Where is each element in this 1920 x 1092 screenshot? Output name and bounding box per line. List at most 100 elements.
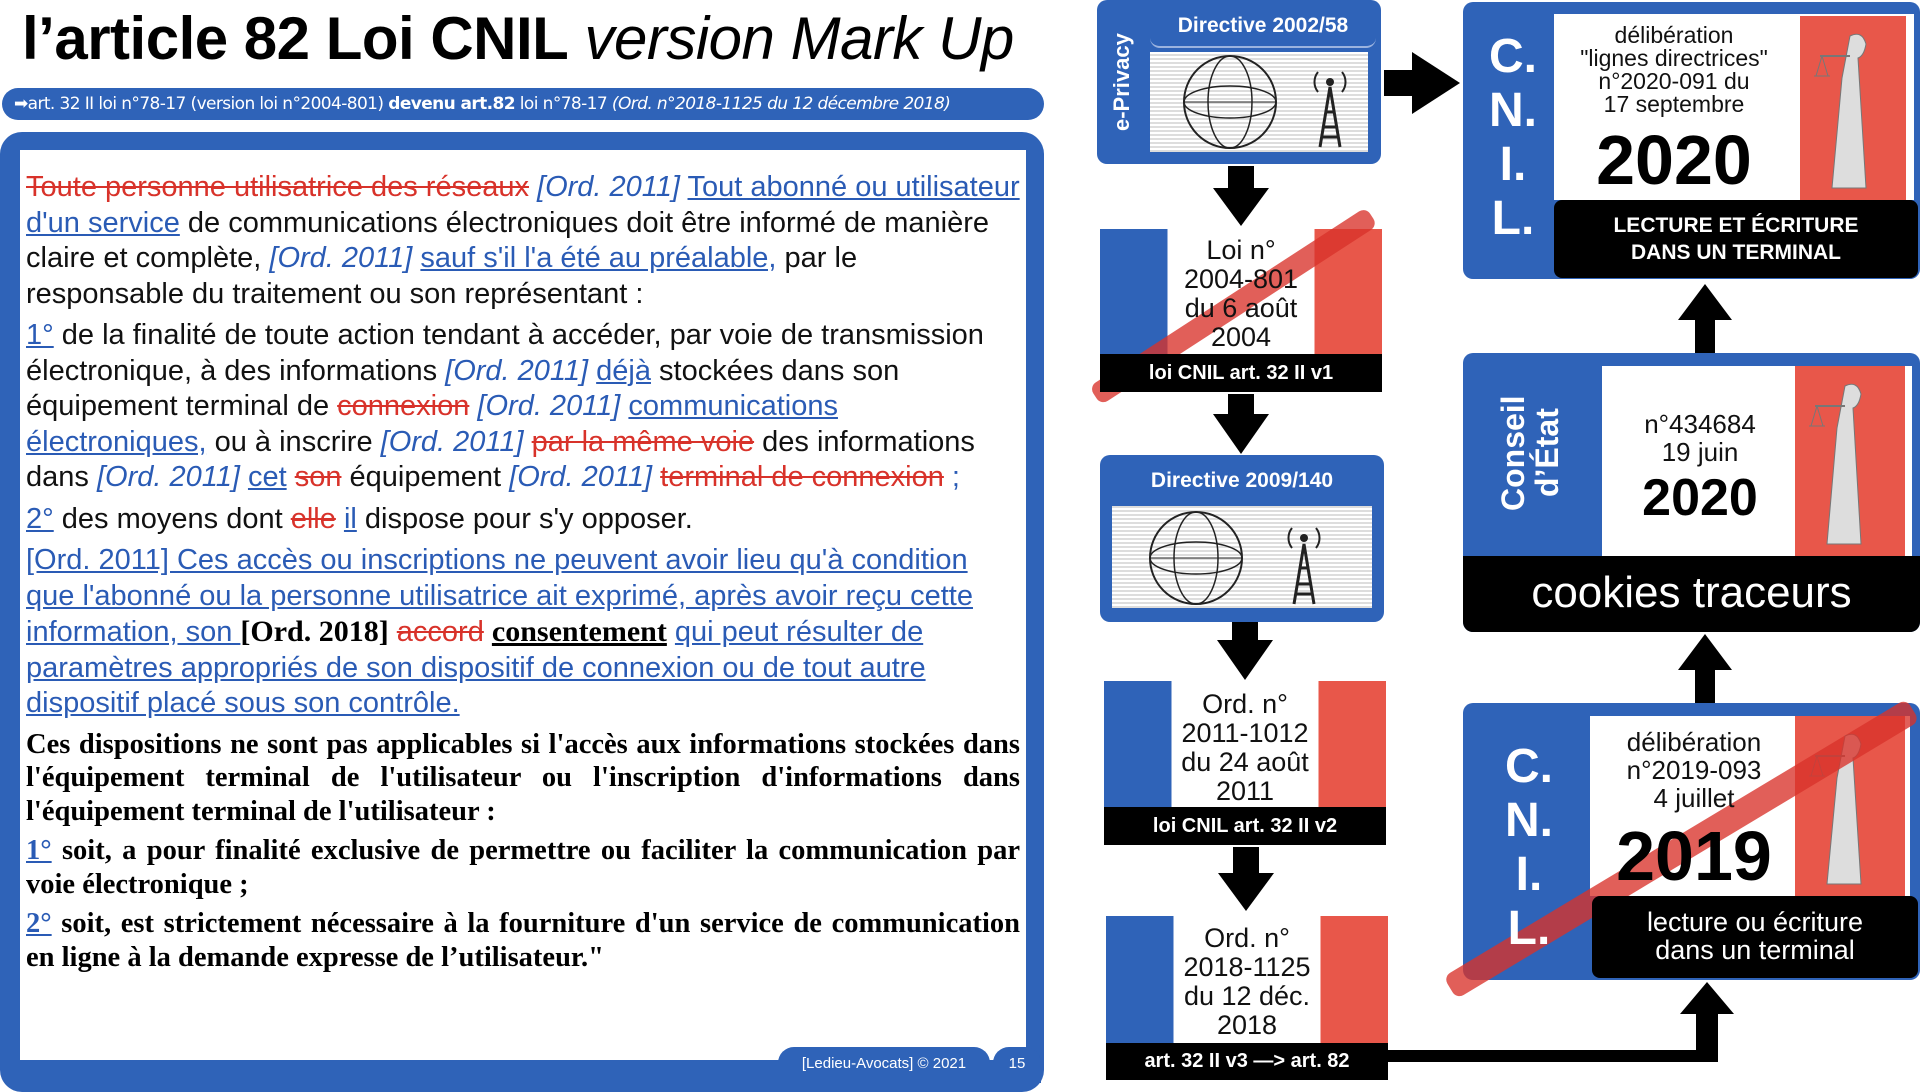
inserted-text: [Ord. 2011] Ces accès ou inscriptions ne… bbox=[26, 544, 973, 648]
article-paragraph: Ces dispositions ne sont pas applicables… bbox=[26, 728, 1020, 829]
inserted-text: communications électroniques, bbox=[26, 390, 838, 458]
inserted-text: sauf s'il l'a été au préalable, bbox=[420, 242, 777, 274]
cnil-2020-text: délibération"lignes directrices"n°2020-0… bbox=[1560, 24, 1788, 116]
letter: L. bbox=[1491, 192, 1535, 245]
text-segment bbox=[336, 503, 344, 535]
connector-line bbox=[1388, 1050, 1718, 1062]
inserted-text: qui peut résulter de paramètres appropri… bbox=[26, 616, 926, 719]
justice-statue-icon bbox=[1814, 33, 1867, 189]
line: 2018 bbox=[1216, 1010, 1278, 1040]
text-segment: stockées dans son équipement terminal de bbox=[26, 354, 900, 423]
arrow-down-4 bbox=[1233, 847, 1259, 875]
inserted-text: 2° bbox=[26, 502, 54, 535]
inserted-text: [Ord. 2011] bbox=[380, 425, 524, 458]
text-segment bbox=[652, 461, 660, 493]
letter: N. bbox=[1489, 84, 1537, 137]
line: lecture ou écriture bbox=[1646, 907, 1864, 937]
arrow-right-stem bbox=[1384, 70, 1414, 96]
text-segment bbox=[484, 616, 492, 648]
text-segment: soit, est strictement nécessaire à la fo… bbox=[26, 908, 1020, 973]
page-title: l’article 82 Loi CNIL version Mark Up bbox=[22, 4, 1014, 73]
line: LECTURE ET ÉCRITURE bbox=[1613, 214, 1859, 237]
line: n°2019-093 bbox=[1626, 755, 1762, 785]
line: 4 juillet bbox=[1653, 783, 1735, 813]
binary-background bbox=[1112, 506, 1372, 608]
article-paragraph: 2° soit, est strictement nécessaire à la… bbox=[26, 907, 1020, 974]
inserted-text: 2° bbox=[26, 908, 52, 939]
footer-credit: [Ledieu-Avocats] © 2021 bbox=[778, 1047, 990, 1083]
article-paragraph: 2° des moyens dont elle il dispose pour … bbox=[26, 502, 1020, 538]
line: 19 juin bbox=[1661, 437, 1739, 467]
line: d’État bbox=[1529, 408, 1565, 498]
subtitle-bar: ➡art. 32 II loi n°78-17 (version loi n°2… bbox=[2, 88, 1044, 120]
line: n°2020-091 du bbox=[1598, 68, 1750, 94]
binary-background bbox=[1150, 52, 1368, 152]
inserted-text: Tout abonné ou utilisateur d'un service bbox=[26, 171, 1020, 239]
conseil-etat-bar: cookies traceurs bbox=[1463, 556, 1920, 632]
subtitle-text-2: loi n°78-17 bbox=[514, 94, 612, 114]
subtitle-text: art. 32 II loi n°78-17 (version loi n°20… bbox=[27, 94, 389, 114]
text-segment bbox=[389, 616, 397, 648]
line: "lignes directrices" bbox=[1580, 45, 1768, 71]
loi-2004-bar: loi CNIL art. 32 II v1 bbox=[1100, 354, 1382, 392]
cnil-letters: C.N.I.L. bbox=[1484, 740, 1574, 956]
line: Ord. n° bbox=[1202, 689, 1288, 719]
text-segment bbox=[524, 426, 532, 458]
inserted-text: [Ord. 2011] bbox=[537, 171, 680, 203]
globe-antenna-icon bbox=[1183, 55, 1347, 149]
text-segment bbox=[588, 355, 596, 387]
lady-justice-image bbox=[1795, 366, 1905, 556]
line: du 24 août bbox=[1181, 747, 1309, 777]
inserted-text: [Ord. 2011] bbox=[445, 354, 589, 387]
letter: C. bbox=[1505, 740, 1553, 793]
line: 2011 bbox=[1215, 776, 1275, 806]
line: 2004-801 bbox=[1183, 264, 1299, 294]
line: Ord. n° bbox=[1204, 923, 1290, 953]
text-segment bbox=[529, 171, 537, 203]
arrow-right-icon bbox=[1412, 52, 1460, 114]
arrow-down-icon bbox=[1217, 640, 1273, 680]
cnil-2020-year: 2020 bbox=[1596, 121, 1752, 199]
letter: I. bbox=[1499, 138, 1527, 191]
line: 17 septembre bbox=[1603, 91, 1745, 117]
justice-statue-icon bbox=[1809, 383, 1862, 545]
line: délibération bbox=[1614, 22, 1734, 48]
cnil-letters: C.N.I.L. bbox=[1468, 30, 1558, 246]
text-segment: de communications électroniques doit êtr… bbox=[26, 206, 990, 275]
arrow-up-stem bbox=[1695, 668, 1715, 704]
line: dans un terminal bbox=[1655, 935, 1855, 965]
arrow-up-icon bbox=[1678, 634, 1732, 670]
text-segment: soit, a pour finalité exclusive de perme… bbox=[26, 835, 1020, 900]
inserted-text: [Ord. 2011] bbox=[477, 390, 621, 422]
deleted-text: Toute personne utilisatrice des réseaux bbox=[26, 171, 529, 203]
line: Loi n° bbox=[1206, 235, 1276, 265]
text-segment bbox=[680, 171, 688, 203]
article-paragraph: 1° de la finalité de toute action tendan… bbox=[26, 318, 1020, 496]
arrow-right-icon: ➡ bbox=[14, 94, 28, 114]
inserted-text: [Ord. 2018] bbox=[240, 615, 389, 648]
subtitle-italic: (Ord. n°2018-1125 du 12 décembre 2018) bbox=[611, 94, 951, 114]
deleted-text: elle bbox=[290, 502, 336, 535]
line: 2018-1125 bbox=[1183, 952, 1311, 982]
letter: L. bbox=[1507, 902, 1551, 955]
inserted-text: il bbox=[343, 502, 357, 535]
text-segment bbox=[240, 461, 248, 493]
text-segment: des moyens dont bbox=[53, 502, 291, 535]
directive-2002-title: Directive 2002/58 bbox=[1150, 8, 1376, 48]
cnil-2020-bar: LECTURE ET ÉCRITURE DANS UN TERMINAL bbox=[1554, 200, 1918, 278]
article-paragraph: [Ord. 2011] Ces accès ou inscriptions ne… bbox=[26, 543, 1020, 722]
text-segment: Ces dispositions ne sont pas applicables… bbox=[26, 728, 1020, 827]
arrow-up-icon bbox=[1680, 982, 1734, 1014]
title-italic: version Mark Up bbox=[584, 5, 1015, 72]
line: DANS UN TERMINAL bbox=[1631, 241, 1841, 264]
text-segment: équipement bbox=[341, 461, 510, 493]
article-paragraph: 1° soit, a pour finalité exclusive de pe… bbox=[26, 834, 1020, 901]
line: du 6 août bbox=[1184, 293, 1298, 323]
deleted-text: connexion bbox=[337, 390, 470, 422]
connector-line bbox=[1696, 1010, 1718, 1062]
page-number: 15 bbox=[993, 1047, 1041, 1083]
line: 2004 bbox=[1210, 322, 1272, 352]
arrow-down-icon bbox=[1213, 188, 1269, 226]
inserted-text: 1° bbox=[26, 319, 54, 351]
